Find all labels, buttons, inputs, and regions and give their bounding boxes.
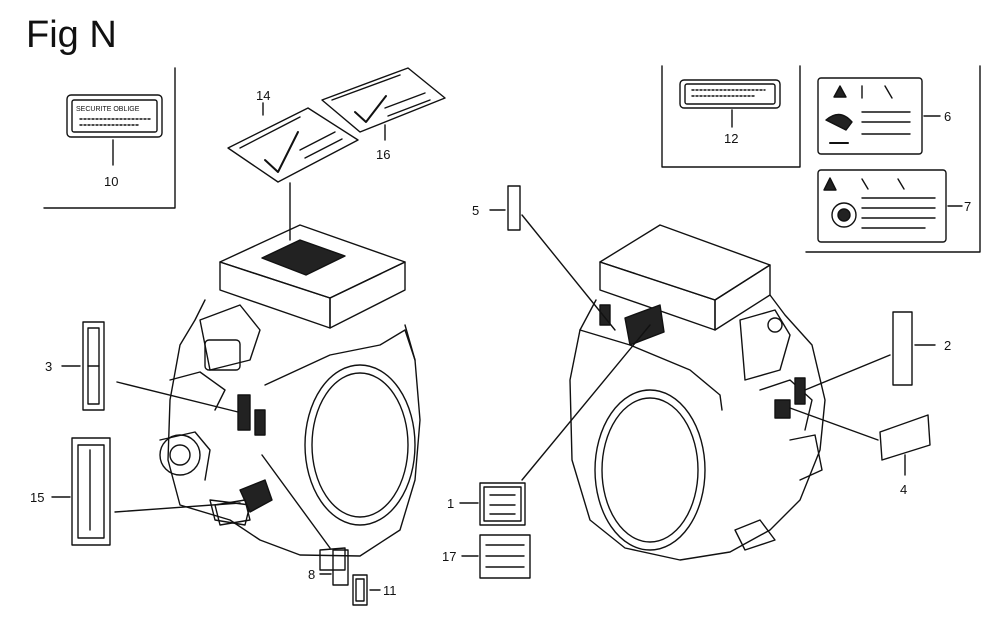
callout-2: 2 (944, 338, 951, 353)
decal-16 (321, 67, 446, 141)
callout-8: 8 (308, 567, 315, 582)
decal-14 (227, 102, 359, 241)
callout-15: 15 (30, 490, 44, 505)
decal-5 (489, 185, 616, 331)
engine-left (159, 224, 421, 571)
decal-2 (804, 311, 936, 391)
figure-title: Fig N (26, 14, 117, 56)
callout-7: 7 (964, 199, 971, 214)
callout-6: 6 (944, 109, 951, 124)
callout-14: 14 (256, 88, 270, 103)
safety-label-10-text: SECURITE OBLIGE (76, 106, 140, 113)
callout-5: 5 (472, 203, 479, 218)
engine-right (569, 224, 826, 561)
inset-frame-left (43, 67, 176, 209)
callout-10: 10 (104, 174, 118, 189)
callout-1: 1 (447, 496, 454, 511)
callout-11: 11 (383, 583, 397, 598)
decal-17 (461, 534, 531, 579)
callout-4: 4 (900, 482, 907, 497)
decal-4 (789, 407, 931, 476)
callout-3: 3 (45, 359, 52, 374)
inset-frame-12 (661, 65, 801, 168)
decal-11 (352, 574, 381, 606)
safety-label-10 (66, 94, 163, 166)
callout-17: 17 (442, 549, 456, 564)
decal-1 (459, 324, 651, 526)
decal-8 (261, 454, 349, 586)
callout-16: 16 (376, 147, 390, 162)
decal-15 (51, 437, 241, 546)
decal-3 (61, 321, 239, 413)
callout-12: 12 (724, 131, 738, 146)
inset-frame-6-7 (805, 65, 981, 253)
